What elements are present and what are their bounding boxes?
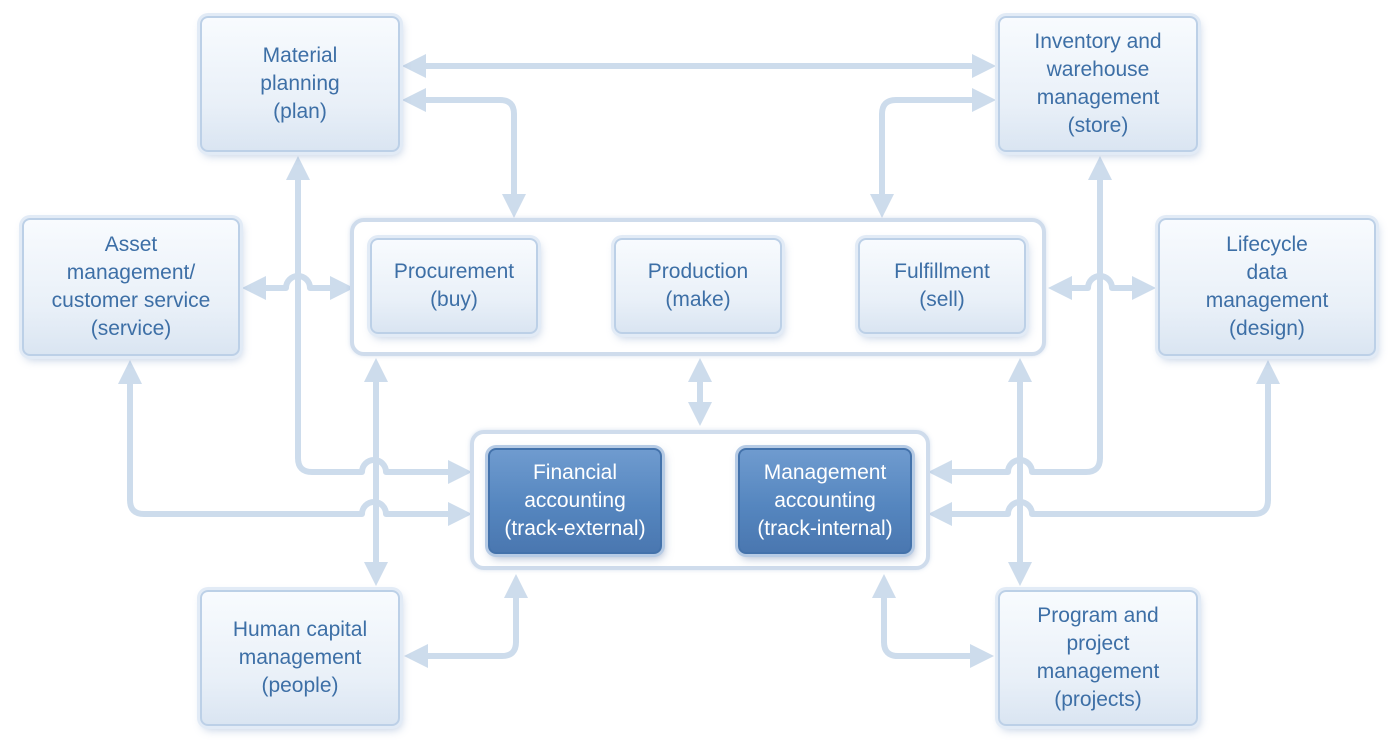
node-management-accounting: Management accounting (track-internal): [738, 448, 912, 554]
node-asset-management: Asset management/ customer service (serv…: [22, 218, 240, 356]
node-procurement: Procurement (buy): [370, 238, 538, 334]
arrow-inventory-core: [870, 88, 996, 218]
node-inventory-warehouse: Inventory and warehouse management (stor…: [998, 16, 1198, 152]
node-program-project: Program and project management (projects…: [998, 590, 1198, 726]
arrow-human-accounting: [404, 574, 528, 668]
arrow-asset-core: [242, 273, 354, 300]
node-material-planning: Material planning (plan): [200, 16, 400, 152]
node-human-capital: Human capital management (people): [200, 590, 400, 726]
arrow-accounting-program: [872, 574, 994, 668]
node-fulfillment: Fulfillment (sell): [858, 238, 1026, 334]
node-financial-accounting: Financial accounting (track-external): [488, 448, 662, 554]
arrow-material-core: [402, 88, 526, 218]
node-production: Production (make): [614, 238, 782, 334]
arrow-lifecycle-accounting: [928, 360, 1280, 526]
node-lifecycle-data: Lifecycle data management (design): [1158, 218, 1376, 356]
